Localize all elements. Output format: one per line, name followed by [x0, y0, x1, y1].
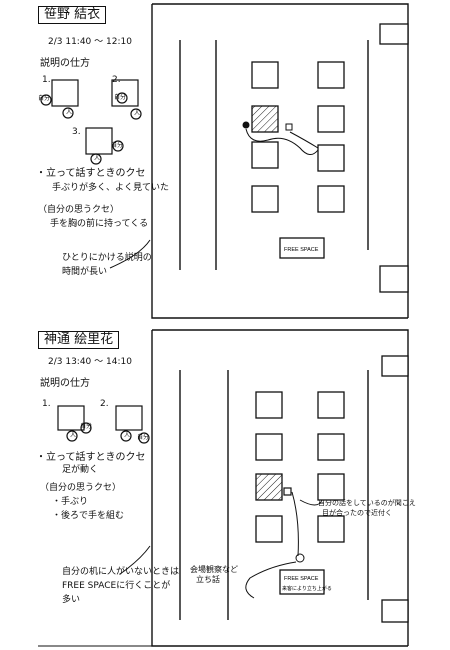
chair-label: 自分	[80, 423, 93, 430]
chair-label: 自分	[114, 94, 127, 101]
desk	[317, 185, 345, 213]
room-wall	[152, 3, 409, 318]
desk-box	[57, 405, 85, 431]
desk-box	[111, 79, 139, 107]
side-booth	[381, 599, 409, 623]
desk	[255, 391, 283, 419]
self-marker	[112, 140, 124, 152]
habits-heading: ・立って話すときのクセ	[36, 452, 146, 463]
desk	[317, 473, 345, 501]
free-space-box	[279, 569, 325, 595]
desk	[255, 433, 283, 461]
self-marker	[116, 92, 128, 104]
step-label: 2.	[100, 399, 109, 409]
desk	[317, 144, 345, 172]
desk	[317, 105, 345, 133]
chair-label: 自分	[38, 95, 51, 102]
chair-label: 自分	[111, 142, 124, 149]
room-wall	[151, 4, 408, 319]
person-label: 人	[66, 109, 73, 116]
chair-label: 自分	[137, 434, 150, 441]
step-label: 3.	[72, 127, 81, 137]
note-text: 時間が長い	[62, 267, 108, 277]
habit-text: 手ぶりが多く、よく見ていた	[52, 183, 170, 193]
own-habit-text: ・手ぶり	[52, 497, 89, 507]
room-wall	[152, 329, 409, 646]
desk-box	[85, 127, 113, 155]
free-space-label: FREE SPACE	[284, 576, 319, 582]
note-text: 自分の机に人がいないときは	[62, 567, 180, 577]
person-label: 人	[124, 432, 131, 439]
visitor-marker	[62, 107, 74, 119]
own-desk	[251, 105, 279, 133]
note-text: 多い	[62, 595, 81, 605]
approach-note: 自分の話をしているのが聞こえ	[318, 499, 416, 507]
self-position-marker	[283, 487, 292, 496]
step-label: 1.	[42, 399, 51, 409]
note-text: FREE SPACEに行くことが	[62, 581, 171, 591]
step-label: 1.	[42, 75, 51, 85]
movement-path	[291, 491, 299, 557]
visitor-marker	[130, 108, 142, 120]
movement-path	[245, 128, 319, 155]
free-space-box	[279, 237, 325, 259]
desk-box	[51, 79, 79, 107]
observer-name: 神通 絵里花	[38, 331, 120, 350]
own-habit-heading: （自分の思うクセ）	[38, 205, 120, 215]
movement-path	[289, 131, 319, 149]
desk-box	[115, 405, 143, 431]
desk	[317, 433, 345, 461]
person-label: 人	[94, 155, 101, 162]
session-time: 2/3 13:40 〜 14:10	[48, 357, 132, 367]
free-space-label: FREE SPACE	[284, 247, 319, 253]
self-position-marker	[242, 121, 250, 129]
side-booth	[381, 355, 409, 377]
movement-path	[245, 561, 297, 599]
own-habit-text: 手を胸の前に持ってくる	[50, 219, 149, 229]
visitor-marker	[90, 153, 102, 165]
movement-path	[299, 499, 323, 506]
visitor-position-marker	[295, 553, 305, 563]
habits-heading: ・立って話すときのクセ	[36, 168, 146, 179]
self-marker	[138, 432, 150, 444]
note-text: ひとりにかける説明の	[62, 253, 152, 263]
own-desk	[255, 473, 283, 501]
visitor-marker	[120, 430, 132, 442]
desk	[251, 61, 279, 89]
visitor-position-marker	[285, 123, 293, 131]
method-heading: 説明の仕方	[40, 58, 90, 69]
desk	[317, 61, 345, 89]
desk	[317, 391, 345, 419]
approach-note: 目が合ったので近付く	[322, 509, 392, 517]
self-marker	[80, 422, 92, 434]
self-marker	[40, 94, 52, 106]
habit-text: 足が動く	[62, 465, 99, 475]
venue-note: 会場観察など	[190, 565, 238, 574]
visitor-marker	[66, 430, 78, 442]
side-booth	[379, 265, 409, 293]
person-label: 人	[70, 432, 77, 439]
desk	[317, 515, 345, 543]
own-habit-heading: （自分の思うクセ）	[40, 483, 122, 493]
free-space-sublabel: 来客により立ち上がる	[282, 585, 332, 592]
person-label: 人	[134, 110, 141, 117]
observer-name: 笹野 結衣	[38, 6, 107, 25]
desk	[251, 141, 279, 169]
venue-note: 立ち話	[196, 575, 220, 584]
session-time: 2/3 11:40 〜 12:10	[48, 37, 132, 47]
desk	[255, 515, 283, 543]
desk	[251, 185, 279, 213]
method-heading: 説明の仕方	[40, 378, 90, 389]
side-booth	[379, 23, 409, 45]
own-habit-text: ・後ろで手を組む	[52, 511, 125, 521]
